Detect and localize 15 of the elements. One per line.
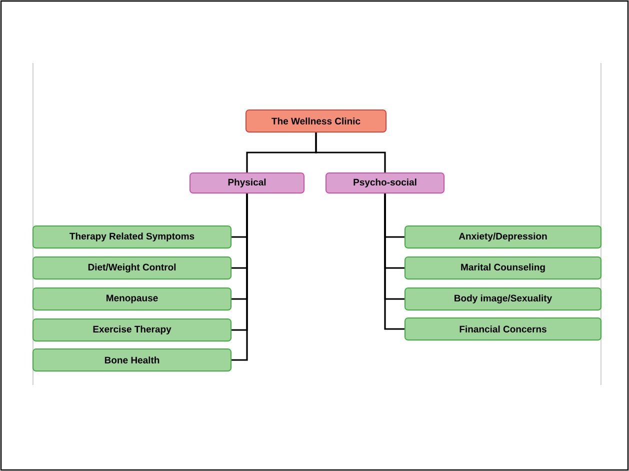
topic-box: Therapy Related Symptoms (32, 226, 232, 248)
topic-box: Bone Health (32, 348, 232, 372)
connector (384, 194, 404, 330)
connector (232, 194, 248, 361)
title-box: The Wellness Clinic (246, 110, 386, 132)
connector (315, 132, 386, 172)
category-box: Physical (190, 172, 304, 194)
topic-box: Financial Concerns (404, 318, 602, 340)
topic-box: Menopause (32, 288, 232, 310)
topic-box: Diet/Weight Control (32, 256, 232, 280)
topic-box: Exercise Therapy (32, 318, 232, 342)
topic-box: Anxiety/Depression (404, 226, 602, 248)
category-box: Psycho-social (326, 172, 444, 194)
topic-box: Marital Counseling (404, 256, 602, 280)
topic-box: Body image/Sexuality (404, 288, 602, 310)
